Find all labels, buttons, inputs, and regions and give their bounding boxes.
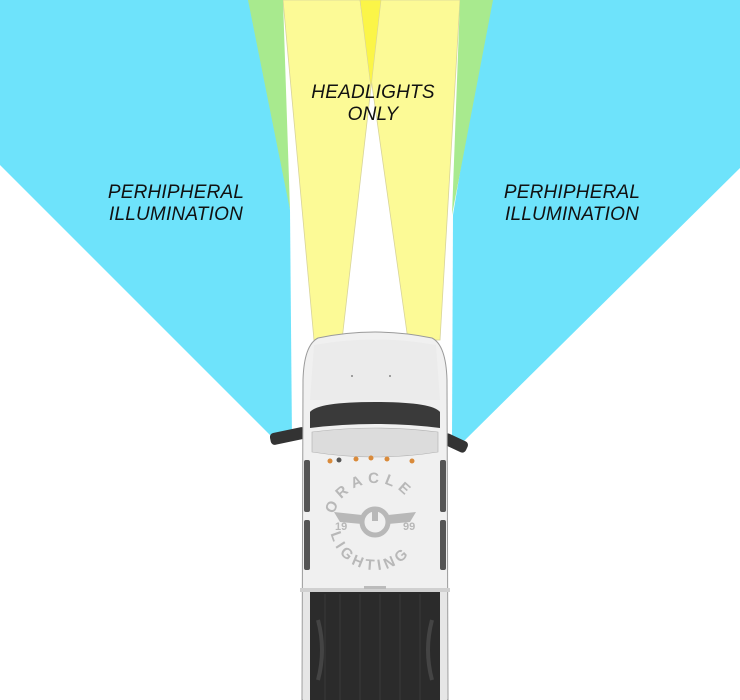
svg-text:99: 99 xyxy=(403,521,415,533)
left-mirror xyxy=(269,427,307,445)
cab-roof xyxy=(311,427,439,458)
right-mirror xyxy=(441,433,469,453)
right-peripheral-label-line1: PERHIPHERAL xyxy=(503,182,641,203)
headlights-label-line2: ONLY xyxy=(347,104,399,125)
left-overlap-green xyxy=(248,0,290,210)
right-headlight-beam xyxy=(359,0,461,341)
left-peripheral-beam xyxy=(0,0,292,440)
cab-marker-lights xyxy=(327,455,415,464)
right-peripheral-beam xyxy=(452,0,740,442)
right-peripheral-label-line2: ILLUMINATION xyxy=(504,204,639,225)
right-peripheral-label: PERHIPHERAL ILLUMINATION xyxy=(492,182,652,226)
truck: ORACLE LIGHTING 19 99 xyxy=(269,331,469,700)
headlights-only-label: HEADLIGHTS ONLY xyxy=(290,82,456,126)
headlight-overlap xyxy=(359,0,382,89)
left-peripheral-label-line1: PERHIPHERAL xyxy=(107,182,245,203)
svg-text:19: 19 xyxy=(335,521,347,533)
left-peripheral-label: PERHIPHERAL ILLUMINATION xyxy=(96,182,256,226)
left-peripheral-label-line2: ILLUMINATION xyxy=(108,204,243,225)
windshield xyxy=(310,402,440,428)
headlights-label-line1: HEADLIGHTS xyxy=(311,82,435,103)
truck-bed xyxy=(310,592,440,700)
right-overlap-green xyxy=(452,0,493,215)
